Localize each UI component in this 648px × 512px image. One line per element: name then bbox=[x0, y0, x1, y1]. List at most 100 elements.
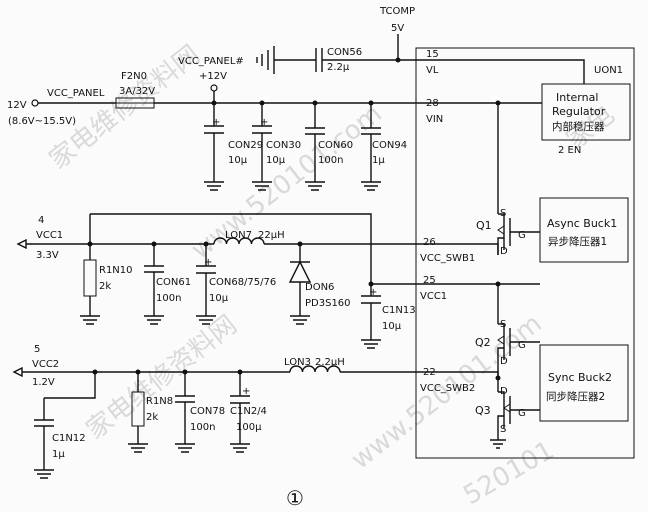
con29-value: 10μ bbox=[228, 155, 248, 166]
q1-ref: Q1 bbox=[476, 219, 492, 232]
q2-source: S bbox=[500, 319, 506, 330]
con56-value: 2.2μ bbox=[327, 62, 350, 73]
con29-capacitor: + bbox=[204, 103, 224, 191]
panel-net-label: VCC_PANEL# bbox=[178, 56, 244, 67]
vcc2-arrow-icon bbox=[12, 366, 23, 378]
vl-wire bbox=[274, 59, 585, 84]
vcc2-voltage: 1.2V bbox=[32, 377, 55, 388]
panel-net-voltage: +12V bbox=[199, 71, 227, 82]
ic-ref: UON1 bbox=[594, 65, 623, 76]
pin-name: VL bbox=[426, 65, 439, 76]
con56-ref: CON56 bbox=[327, 47, 362, 58]
con61-capacitor bbox=[144, 244, 164, 325]
pin-number: 26 bbox=[423, 237, 436, 248]
junction-dot bbox=[495, 281, 501, 287]
pin-name: VCC_SWB2 bbox=[420, 383, 475, 394]
lon7-ref: LON7 bbox=[225, 230, 252, 241]
vcc-swb2-wire bbox=[22, 371, 499, 378]
r1n8-value: 2k bbox=[146, 412, 158, 423]
junction-dot bbox=[92, 369, 98, 375]
r1n8-ref: R1N8 bbox=[146, 396, 173, 407]
con60-value: 100n bbox=[318, 155, 343, 166]
tcomp-label: TCOMP bbox=[379, 6, 415, 17]
q1-arrow-icon bbox=[497, 225, 505, 235]
svg-text:+: + bbox=[242, 386, 250, 397]
regulator-line1: Internal bbox=[556, 91, 598, 104]
c1n2-capacitor: + bbox=[230, 372, 250, 453]
buck1-line2: 异步降压器1 bbox=[548, 235, 607, 248]
c1n12-capacitor bbox=[34, 398, 54, 479]
con61-ref: CON61 bbox=[156, 277, 191, 288]
r1n10-resistor bbox=[80, 244, 100, 325]
c1n12-ref: C1N12 bbox=[52, 433, 86, 444]
ground-icon bbox=[256, 46, 275, 74]
q1-source: S bbox=[500, 208, 506, 219]
input-terminal-icon bbox=[31, 99, 39, 107]
con94-value: 1μ bbox=[372, 155, 385, 166]
c1n12-value: 1μ bbox=[52, 449, 65, 460]
c1n2-ref: C1N2/4 bbox=[230, 406, 267, 417]
con29-ref: CON29 bbox=[228, 140, 263, 151]
con94-capacitor bbox=[361, 103, 381, 191]
vcc1-feedback-wire bbox=[89, 213, 540, 285]
con68-ref: CON68/75/76 bbox=[209, 277, 276, 288]
ic-body bbox=[415, 47, 635, 459]
internal-regulator-box bbox=[541, 83, 631, 141]
con56-symbol bbox=[315, 48, 323, 72]
lon7-inductor bbox=[213, 237, 265, 245]
don6-diode bbox=[288, 244, 312, 325]
q2-drain: D bbox=[500, 356, 508, 367]
vcc1-arrow-icon bbox=[16, 238, 27, 250]
junction-dot bbox=[495, 100, 501, 106]
svg-text:+: + bbox=[369, 287, 377, 298]
q1-drain: D bbox=[500, 246, 508, 257]
don6-ref: DON6 bbox=[305, 282, 334, 293]
con30-capacitor: + bbox=[252, 103, 272, 191]
fuse-ref: F2N0 bbox=[121, 71, 147, 82]
con68-capacitor: + bbox=[196, 244, 216, 325]
con30-ref: CON30 bbox=[266, 140, 301, 151]
vcc1-number: 4 bbox=[38, 215, 44, 226]
vcc2-name: VCC2 bbox=[32, 359, 59, 370]
input-net-label: VCC_PANEL bbox=[47, 88, 105, 99]
svg-text:+: + bbox=[212, 117, 220, 128]
con60-capacitor bbox=[305, 103, 325, 191]
r1n10-value: 2k bbox=[99, 281, 111, 292]
vcc1-name: VCC1 bbox=[36, 230, 63, 241]
q3-gate: G bbox=[518, 408, 526, 419]
buck1-line1: Async Buck1 bbox=[547, 217, 617, 230]
q3-arrow-icon bbox=[503, 403, 511, 413]
q2-gate: G bbox=[518, 340, 526, 351]
pin-number: 15 bbox=[426, 49, 439, 60]
input-voltage: 12V bbox=[7, 100, 27, 111]
fuse-rating: 3A/32V bbox=[119, 86, 155, 97]
c1n13-ref: C1N13 bbox=[382, 305, 416, 316]
buck2-line1: Sync Buck2 bbox=[548, 371, 612, 384]
c1n13-value: 10μ bbox=[382, 321, 402, 332]
pin-name: VIN bbox=[426, 114, 443, 125]
vcc-swb1-wire bbox=[26, 243, 499, 255]
regulator-line2: Regulator bbox=[552, 105, 606, 118]
con61-value: 100n bbox=[156, 293, 181, 304]
con94-ref: CON94 bbox=[372, 140, 407, 151]
con30-value: 10μ bbox=[266, 155, 286, 166]
async-buck1-box bbox=[539, 197, 629, 263]
input-range: (8.6V~15.5V) bbox=[8, 116, 76, 127]
con78-capacitor bbox=[175, 372, 195, 453]
lon3-ref: LON3 bbox=[284, 357, 311, 368]
lon7-value: 22μH bbox=[258, 230, 285, 241]
r1n8-resistor bbox=[128, 372, 148, 453]
watermark-text: 520101 bbox=[459, 435, 560, 511]
vcc1-voltage: 3.3V bbox=[36, 250, 59, 261]
q3-source: S bbox=[500, 424, 506, 435]
svg-text:+: + bbox=[204, 257, 212, 268]
q2-ref: Q2 bbox=[475, 336, 491, 349]
ground-icon bbox=[490, 439, 506, 449]
lon3-value: 2.2μH bbox=[315, 357, 345, 368]
pin-name: VCC_SWB1 bbox=[420, 253, 475, 264]
pin-name: VCC1 bbox=[420, 291, 447, 302]
q3-drain: D bbox=[500, 386, 508, 397]
con78-ref: CON78 bbox=[190, 406, 225, 417]
sync-buck2-box bbox=[539, 344, 629, 422]
